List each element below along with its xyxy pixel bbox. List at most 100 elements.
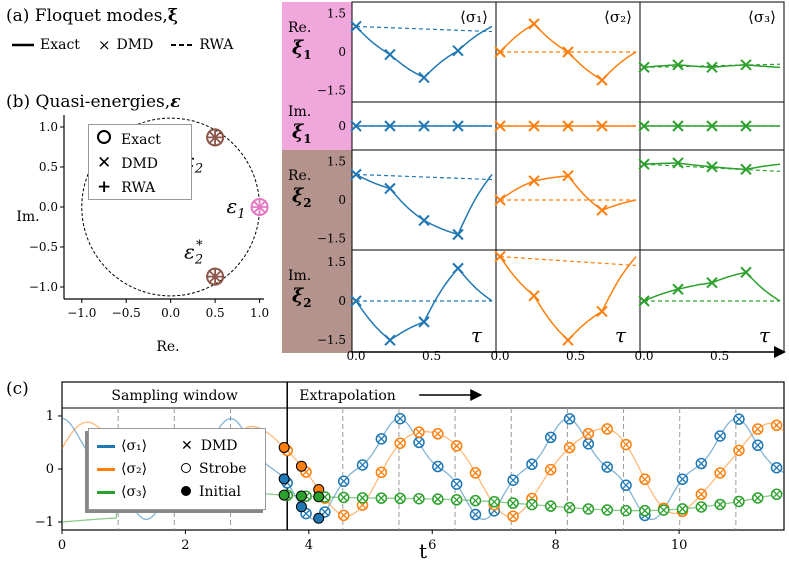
dmd-marker	[384, 120, 396, 132]
legend-c-initial: Initial	[199, 484, 241, 500]
strobe-dmd-marker	[695, 501, 708, 513]
dmd-marker	[638, 158, 650, 170]
rwa-curve	[643, 163, 781, 172]
grid-ytick: 0	[338, 193, 346, 207]
strobe-dmd-marker	[563, 413, 576, 425]
strobe-dmd-marker	[582, 427, 595, 440]
rwa-curve	[499, 256, 637, 267]
dmd-marker	[638, 295, 650, 307]
cross-icon: ✕	[97, 153, 112, 173]
legend-exact-label: Exact	[40, 37, 80, 53]
grid-ytick: 0	[338, 294, 346, 308]
ts-xtick: 10	[671, 538, 688, 553]
dmd-marker	[706, 120, 718, 132]
dmd-marker	[452, 120, 464, 132]
qe-ytick: 0.5	[39, 160, 58, 174]
tau-label: τ	[759, 323, 771, 347]
strobe-dmd-marker	[544, 463, 557, 476]
strobe-dmd-marker	[413, 426, 425, 438]
mode-subplot	[494, 101, 641, 151]
cross-icon: ×	[97, 36, 111, 54]
quasi-energy-point	[206, 128, 225, 147]
strobe-dmd-marker	[469, 494, 482, 507]
panel-a-title-text: (a) Floquet modes,	[6, 6, 168, 26]
qe-xlabel: Re.	[156, 339, 179, 355]
strobe-dmd-marker	[375, 466, 388, 479]
strobe-dmd-marker	[770, 461, 783, 474]
dmd-marker	[740, 59, 752, 71]
dmd-marker	[452, 262, 464, 275]
initial-marker	[295, 460, 307, 472]
mode-subplot	[350, 149, 497, 251]
strobe-dmd-marker	[733, 413, 745, 425]
panel-c-label: (c)	[6, 379, 29, 399]
grid-ytick: −1.5	[317, 333, 346, 347]
strobe-dmd-marker	[544, 431, 557, 444]
dmd-marker	[418, 71, 430, 84]
qe-ytick: −1.0	[29, 280, 58, 294]
dmd-marker	[596, 305, 608, 318]
strobe-dmd-marker	[752, 439, 764, 452]
strobe-dmd-marker	[394, 412, 406, 425]
quasi-energy-plot: −1.0−0.50.00.51.01.00.50.0−0.5−1.0 ε1ε2ε…	[16, 115, 269, 355]
row-label-symbol: ξ1	[292, 37, 312, 62]
strobe-dmd-marker	[432, 493, 444, 505]
dmd-marker	[672, 59, 684, 71]
dmd-marker	[384, 48, 396, 61]
dmd-marker	[528, 120, 540, 132]
dmd-marker	[528, 290, 540, 302]
strobe-dmd-marker	[375, 433, 388, 445]
qe-ytick: 1.0	[39, 120, 58, 134]
strobe-dmd-marker	[620, 504, 632, 517]
strobe-dmd-marker	[450, 478, 463, 490]
dmd-marker	[596, 74, 608, 86]
grid-ytick: 1.5	[327, 255, 346, 269]
dmd-marker	[638, 61, 650, 74]
tau-label: τ	[615, 323, 627, 347]
quasi-energy-point	[206, 267, 225, 286]
strobe-dmd-marker	[526, 498, 538, 511]
grid-xtick: 0.5	[710, 349, 729, 362]
panel-a-symbol: ξ	[167, 6, 178, 26]
strobe-dmd-marker	[770, 488, 783, 501]
strobe-dmd-marker	[413, 436, 425, 449]
strobe-dmd-marker	[507, 510, 519, 522]
strobe-dmd-marker	[714, 498, 726, 511]
filled-circle-icon	[181, 486, 191, 496]
row-label-part: Im.	[288, 268, 311, 284]
dmd-marker	[672, 157, 684, 169]
legend-c-strobe: Strobe	[199, 461, 247, 477]
dmd-marker	[706, 277, 718, 289]
strobe-dmd-marker	[770, 419, 783, 432]
dmd-marker	[384, 182, 396, 195]
legend-c-s2: ⟨σ₂⟩	[121, 461, 148, 477]
ts-xtick: 2	[181, 538, 189, 553]
strobe-dmd-marker	[375, 492, 388, 504]
rwa-curve	[355, 173, 493, 181]
row-label-symbol: ξ2	[292, 285, 312, 310]
mode-subplot: τ	[350, 249, 497, 353]
strobe-dmd-marker	[752, 492, 764, 504]
grid-ytick: 0	[338, 45, 346, 59]
dmd-marker	[562, 120, 574, 132]
dmd-marker	[452, 45, 464, 57]
strobe-dmd-marker	[337, 491, 350, 504]
strobe-dmd-marker	[676, 473, 689, 485]
sigma1-swatch	[97, 444, 115, 448]
rwa-dashed-icon	[171, 44, 194, 46]
dmd-marker	[672, 283, 684, 295]
mode-subplot: ⟨σ₂⟩	[494, 1, 641, 103]
strobe-dmd-marker	[526, 458, 538, 471]
panel-a-legend: Exact × DMD RWA	[12, 36, 233, 54]
dmd-marker	[418, 120, 430, 132]
strobe-dmd-marker	[639, 473, 651, 486]
qe-ytick: −0.5	[29, 240, 58, 254]
panel-b-symbol: ε	[170, 92, 181, 112]
strobe-dmd-marker	[507, 474, 519, 486]
strobe-dmd-marker	[695, 488, 708, 501]
dmd-marker	[706, 61, 718, 74]
dmd-marker	[418, 316, 430, 328]
extrapolation-label: Extrapolation	[299, 388, 396, 404]
strobe-dmd-marker	[582, 503, 595, 515]
dmd-marker	[350, 20, 362, 33]
